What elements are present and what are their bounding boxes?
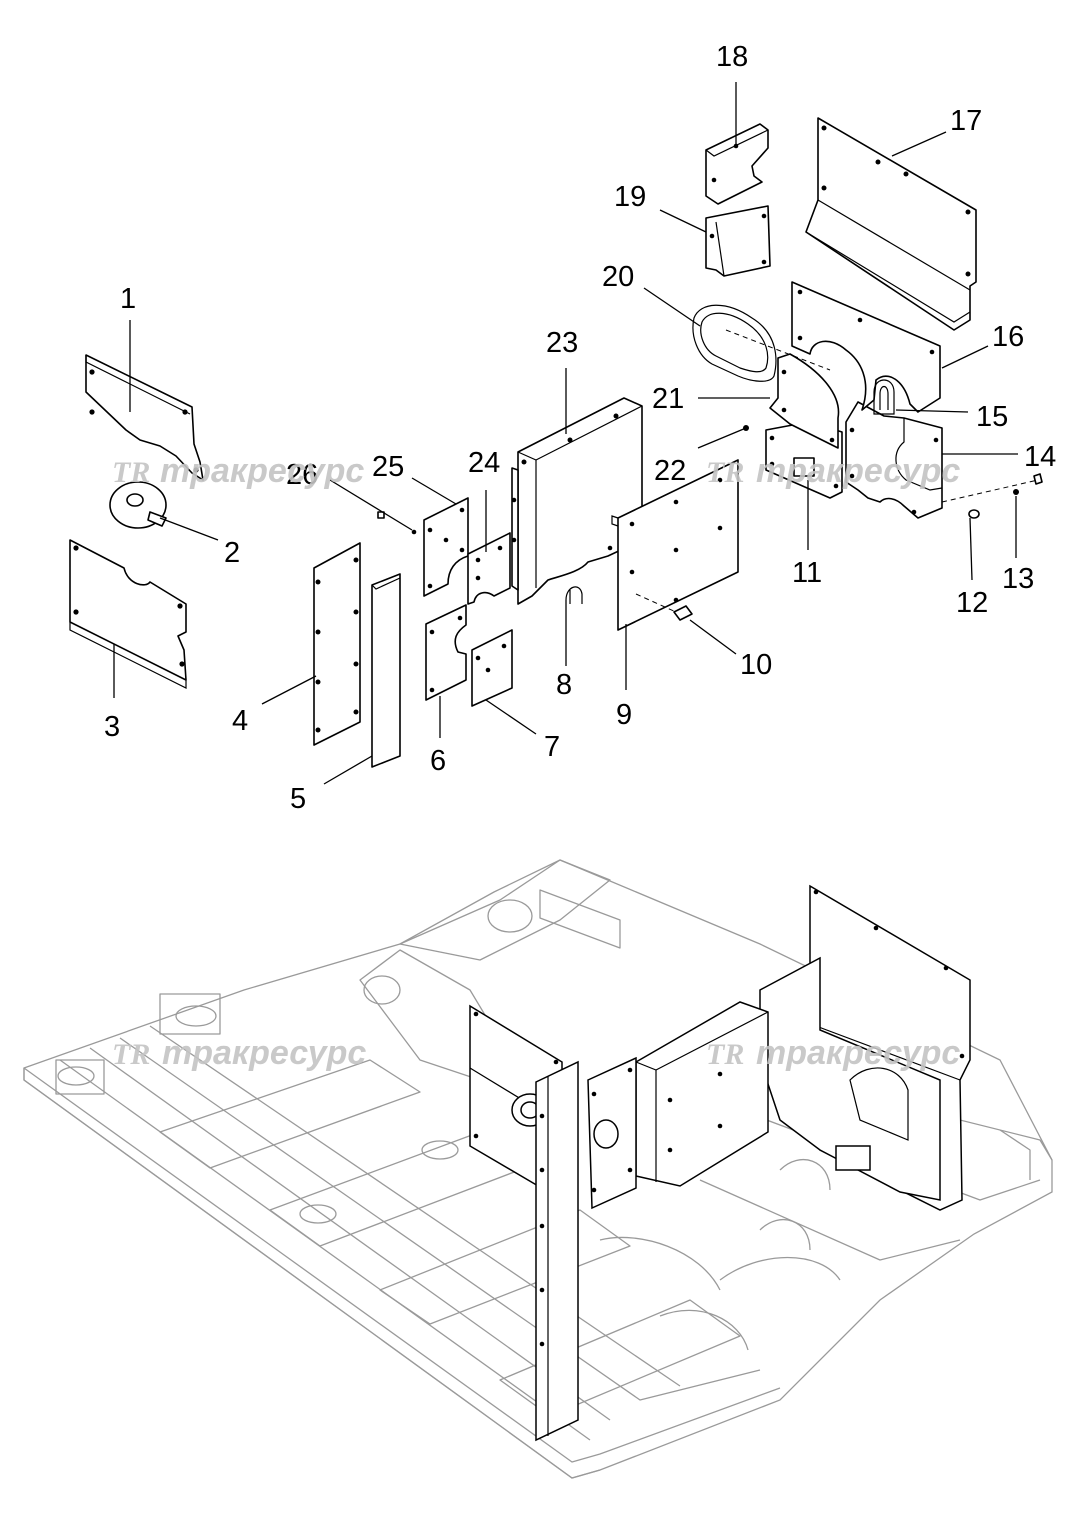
part-4-side-plate xyxy=(313,542,361,746)
part-21-middle-plate xyxy=(769,353,840,449)
watermark-text: тракресурс xyxy=(160,452,364,490)
callout-2: 2 xyxy=(224,537,240,569)
watermark-upper-right: TR тракресурс xyxy=(706,452,960,490)
watermark-logo: TR xyxy=(112,1038,150,1071)
part-16-rear-enclosure xyxy=(791,281,941,413)
part-2-washer xyxy=(109,481,167,529)
part-14-side-plate xyxy=(845,401,943,519)
callout-4: 4 xyxy=(232,705,248,737)
part-26-screw xyxy=(377,511,385,519)
part-25-small-plate xyxy=(423,497,469,597)
callout-24: 24 xyxy=(468,447,500,479)
callout-13: 13 xyxy=(1002,563,1034,595)
callout-14: 14 xyxy=(1024,441,1056,473)
part-12-washer xyxy=(968,509,980,519)
callout-7: 7 xyxy=(544,731,560,763)
assembled-panels xyxy=(469,884,971,1442)
leader-lines xyxy=(113,82,1018,785)
exploded-parts xyxy=(69,117,1043,768)
part-9-front-panel xyxy=(611,459,739,631)
part-13-nut xyxy=(1013,489,1019,495)
part-3-cover-plate xyxy=(69,539,187,689)
callout-11: 11 xyxy=(792,557,822,589)
callout-12: 12 xyxy=(956,587,988,619)
callout-25: 25 xyxy=(372,451,404,483)
watermark-logo: TR xyxy=(112,456,150,489)
callout-1: 1 xyxy=(120,283,136,315)
part-hardware xyxy=(377,425,1043,535)
part-18-angle-bracket xyxy=(705,123,769,205)
part-23-housing xyxy=(511,397,643,605)
callout-9: 9 xyxy=(616,699,632,731)
part-19-bent-plate xyxy=(705,205,771,277)
callout-22: 22 xyxy=(654,455,686,487)
callout-23: 23 xyxy=(546,327,578,359)
part-20-gasket xyxy=(692,304,831,382)
part-7-shim-plate xyxy=(471,629,513,707)
part-6-small-plate xyxy=(425,604,467,701)
part-1-cover-plate xyxy=(85,354,204,481)
callout-5: 5 xyxy=(290,783,306,815)
part-24-shim-plate xyxy=(467,532,511,605)
part-8-clip xyxy=(565,586,583,604)
callout-17: 17 xyxy=(950,105,982,137)
callout-labels: 1 2 3 4 5 6 7 8 9 10 11 12 13 14 15 16 1… xyxy=(104,41,1056,815)
callout-10: 10 xyxy=(740,649,772,681)
part-17-top-cover xyxy=(805,117,977,331)
watermark-logo: TR xyxy=(706,456,744,489)
callout-21: 21 xyxy=(652,383,684,415)
watermark-logo: TR xyxy=(706,1038,744,1071)
watermark-upper-left: TR тракресурс xyxy=(112,452,364,490)
watermark-text: тракресурс xyxy=(756,1034,960,1072)
callout-20: 20 xyxy=(602,261,634,293)
watermark-text: тракресурс xyxy=(756,452,960,490)
part-15-seal xyxy=(873,379,895,415)
callout-15: 15 xyxy=(976,401,1008,433)
callout-3: 3 xyxy=(104,711,120,743)
callout-26: 26 xyxy=(286,459,318,491)
watermark-lower-right: TR тракресурс xyxy=(706,1034,960,1072)
part-5-seal-strip xyxy=(371,573,401,768)
watermark-lower-left: TR тракресурс xyxy=(112,1034,366,1072)
watermark-text: тракресурс xyxy=(162,1034,366,1072)
callout-8: 8 xyxy=(556,669,572,701)
part-10-bolt xyxy=(635,593,693,621)
callout-19: 19 xyxy=(614,181,646,213)
callout-6: 6 xyxy=(430,745,446,777)
callout-16: 16 xyxy=(992,321,1024,353)
callout-18: 18 xyxy=(716,41,748,73)
